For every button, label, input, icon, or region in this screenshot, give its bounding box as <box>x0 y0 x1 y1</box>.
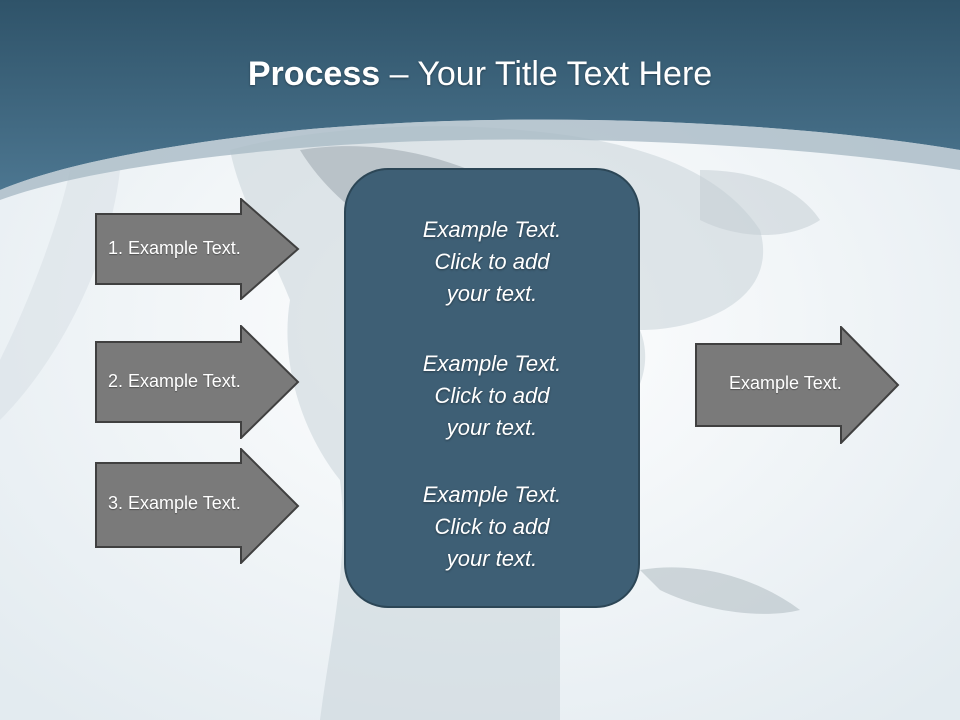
center-block-2-line-3: your text. <box>446 415 538 440</box>
title-bold: Process <box>247 55 381 93</box>
title-rest: – Your Title Text Here <box>380 55 713 93</box>
center-text-block-1: Example Text. Click to add your text. <box>346 214 638 310</box>
arrow-shape <box>95 325 300 439</box>
arrow-shape <box>95 198 300 300</box>
input-arrow-1: 1. Example Text. <box>95 198 300 300</box>
center-process-box: Example Text. Click to add your text. Ex… <box>344 168 640 608</box>
center-block-3-line-3: your text. <box>446 546 538 571</box>
output-arrow: Example Text. <box>695 326 900 444</box>
center-block-2-line-1: Example Text. <box>422 351 562 376</box>
center-block-3-line-2: Click to add <box>434 514 550 539</box>
arrow-shape <box>695 326 900 444</box>
center-text-block-3: Example Text. Click to add your text. <box>346 479 638 575</box>
input-arrow-2: 2. Example Text. <box>95 325 300 439</box>
output-label: Example Text. <box>729 373 842 393</box>
arrow-shape <box>95 448 300 564</box>
center-block-1-line-2: Click to add <box>434 249 550 274</box>
center-text-block-2: Example Text. Click to add your text. <box>346 348 638 444</box>
input-arrow-3: 3. Example Text. <box>95 448 300 564</box>
center-block-1-line-3: your text. <box>446 281 538 306</box>
slide-title: Process – Your Title Text Here <box>0 52 960 96</box>
center-block-1-line-1: Example Text. <box>422 217 562 242</box>
input-label-1: 1. Example Text. <box>108 238 241 258</box>
input-label-2: 2. Example Text. <box>108 371 241 391</box>
center-block-3-line-1: Example Text. <box>422 482 562 507</box>
center-block-2-line-2: Click to add <box>434 383 550 408</box>
input-label-3: 3. Example Text. <box>108 493 241 513</box>
